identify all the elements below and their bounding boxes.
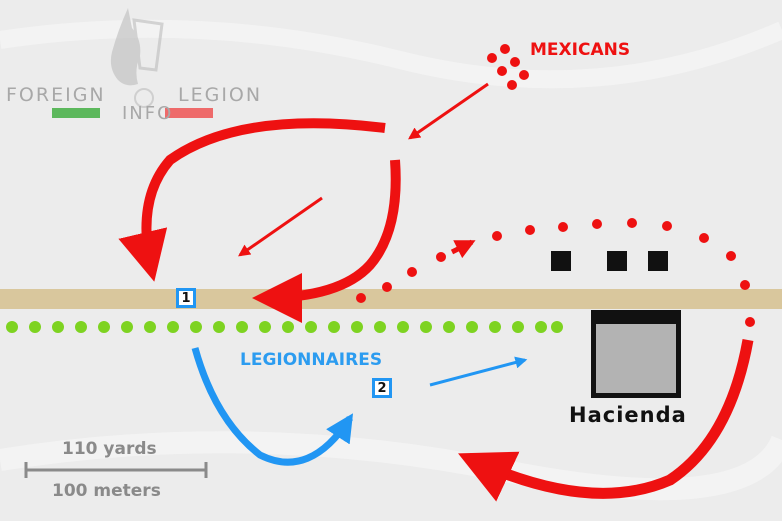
legionnaires-label: LEGIONNAIRES — [240, 350, 383, 370]
legion-grenade-logo-icon — [110, 8, 164, 108]
hedge-row — [6, 321, 563, 333]
advance-arrow-icon — [408, 82, 489, 140]
logo-word-legion: LEGION — [178, 84, 263, 106]
road-attack-arrow-icon — [252, 159, 401, 323]
hacienda-label: Hacienda — [569, 403, 687, 427]
building-marker — [607, 251, 627, 271]
building-marker — [551, 251, 571, 271]
mexican-flanking-dots — [356, 218, 755, 327]
logo-red-bar — [165, 108, 213, 118]
rear-attack-arrow-icon — [458, 339, 754, 502]
logo-word-foreign: FOREIGN — [6, 84, 106, 106]
retreat-arrow-icon — [191, 347, 354, 466]
scale-yards-label: 110 yards — [62, 439, 157, 459]
scale-meters-label: 100 meters — [52, 481, 161, 501]
flank-arrow-icon — [450, 239, 476, 259]
attack-arrow-icon — [238, 196, 323, 257]
hacienda-building — [591, 310, 681, 398]
logo-word-info: INFO — [122, 103, 174, 124]
road — [0, 289, 782, 309]
logo-green-bar — [52, 108, 100, 118]
position-2-marker: 2 — [372, 378, 392, 398]
scale-bar — [24, 462, 208, 478]
mexicans-label: MEXICANS — [530, 40, 631, 60]
mexican-troops-marker — [487, 44, 529, 90]
building-marker — [648, 251, 668, 271]
position-1-marker: 1 — [176, 288, 196, 308]
left-flank-arrow-icon — [118, 118, 386, 282]
withdraw-arrow-icon — [429, 356, 528, 387]
